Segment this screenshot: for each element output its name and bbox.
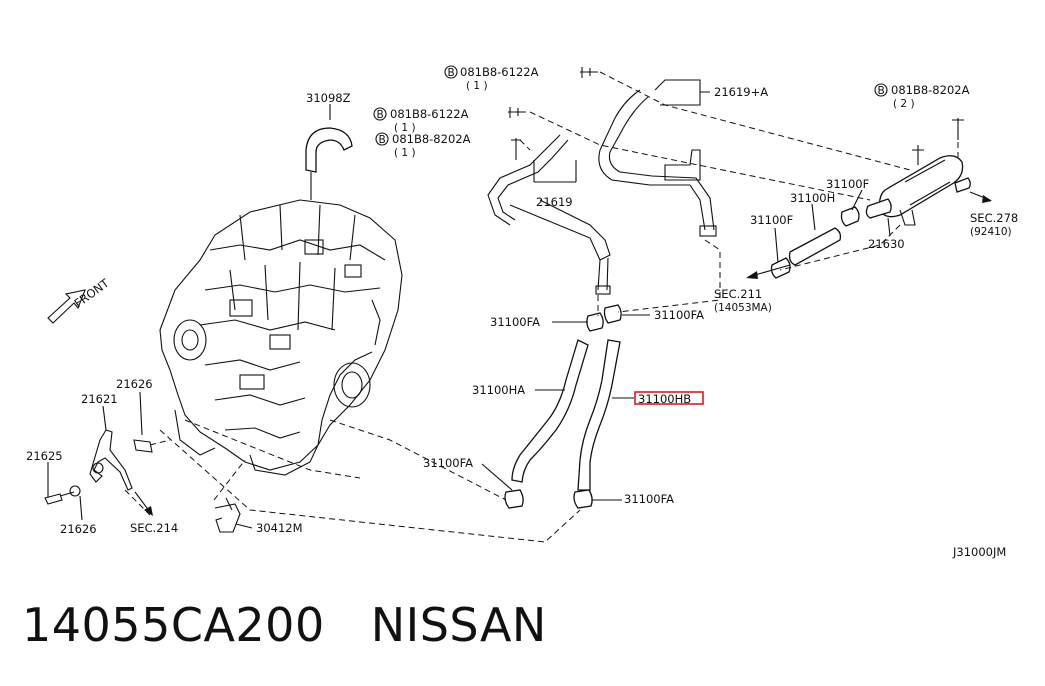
label-21619A[interactable]: 21619+A	[714, 85, 768, 99]
label-31100F-top[interactable]: 31100F	[826, 177, 869, 191]
svg-text:B: B	[448, 67, 455, 79]
bolt-symbol-icon	[444, 65, 458, 79]
label-21621[interactable]: 21621	[81, 392, 118, 406]
bolt-qty: ( 1 )	[394, 147, 416, 159]
highlight-box	[634, 391, 704, 405]
brand-name: NISSAN	[370, 598, 547, 652]
bolt-qty: ( 2 )	[893, 98, 915, 110]
label-21630[interactable]: 21630	[868, 237, 905, 251]
label-21626-top[interactable]: 21626	[116, 377, 153, 391]
reference-lines	[124, 71, 959, 543]
label-31100FA-3[interactable]: 31100FA	[423, 456, 473, 470]
parts-diagram: 31098Z 21619+A 21619 31100F 31100H 31100…	[26, 65, 1018, 559]
label-31100HB[interactable]: 31100HB	[638, 392, 691, 406]
sec211-link[interactable]: SEC.211	[714, 287, 762, 301]
svg-text:B: B	[379, 134, 386, 146]
label-31100F-left[interactable]: 31100F	[750, 213, 793, 227]
bolt-callout-3[interactable]: B 081B8-8202A ( 1 )	[375, 132, 471, 159]
sec211-ref: (14053MA)	[714, 302, 772, 314]
direction-arrows	[47, 191, 992, 516]
label-31100HA[interactable]: 31100HA	[472, 383, 525, 397]
sec278-link[interactable]: SEC.278	[970, 211, 1018, 225]
label-30412M[interactable]: 30412M	[256, 521, 303, 535]
svg-text:B: B	[377, 109, 384, 121]
label-31100H[interactable]: 31100H	[790, 191, 835, 205]
front-arrow-icon	[47, 289, 86, 324]
part-caption: 14055CA200 NISSAN	[22, 598, 547, 652]
part-number: 14055CA200	[22, 598, 325, 652]
bolt-qty: ( 1 )	[394, 122, 416, 134]
diagram-code: J31000JM	[952, 545, 1006, 559]
bolt-code: 081B8-6122A	[390, 107, 469, 121]
part-labels: 31098Z 21619+A 21619 31100F 31100H 31100…	[26, 85, 905, 536]
bolt-code: 081B8-6122A	[460, 65, 539, 79]
bolt-symbol-icon	[375, 132, 389, 146]
bolt-callout-2[interactable]: B 081B8-6122A ( 1 )	[373, 107, 469, 134]
label-31100FA-4[interactable]: 31100FA	[624, 492, 674, 506]
bolt-code: 081B8-8202A	[392, 132, 471, 146]
cooler-hoses-illustration	[44, 67, 971, 533]
svg-text:B: B	[878, 85, 885, 97]
label-31100FA-2[interactable]: 31100FA	[654, 308, 704, 322]
sec278-ref: (92410)	[970, 226, 1012, 238]
label-21626-bottom[interactable]: 21626	[60, 522, 97, 536]
arrow-sec214-icon	[144, 506, 153, 516]
arrow-sec278-icon	[982, 195, 992, 203]
bolt-symbol-icon	[874, 83, 888, 97]
arrow-sec211-icon	[746, 271, 758, 279]
sec214-link[interactable]: SEC.214	[130, 521, 178, 535]
label-21625[interactable]: 21625	[26, 449, 63, 463]
front-label: FRONT	[72, 275, 113, 310]
bolt-callout-4[interactable]: B 081B8-8202A ( 2 )	[874, 83, 970, 110]
leader-lines	[47, 79, 891, 529]
section-references: SEC.278 (92410) SEC.211 (14053MA) SEC.21…	[130, 211, 1018, 535]
transmission-illustration	[159, 127, 403, 476]
bolt-code: 081B8-8202A	[891, 83, 970, 97]
bolt-qty: ( 1 )	[466, 80, 488, 92]
label-31098Z[interactable]: 31098Z	[306, 91, 351, 105]
bolt-callout-1[interactable]: B 081B8-6122A ( 1 )	[444, 65, 539, 92]
label-31100FA-1[interactable]: 31100FA	[490, 315, 540, 329]
bolt-callouts: B 081B8-6122A ( 1 ) B 081B8-6122A ( 1 ) …	[373, 65, 970, 159]
label-21619[interactable]: 21619	[536, 195, 573, 209]
bolt-symbol-icon	[373, 107, 387, 121]
